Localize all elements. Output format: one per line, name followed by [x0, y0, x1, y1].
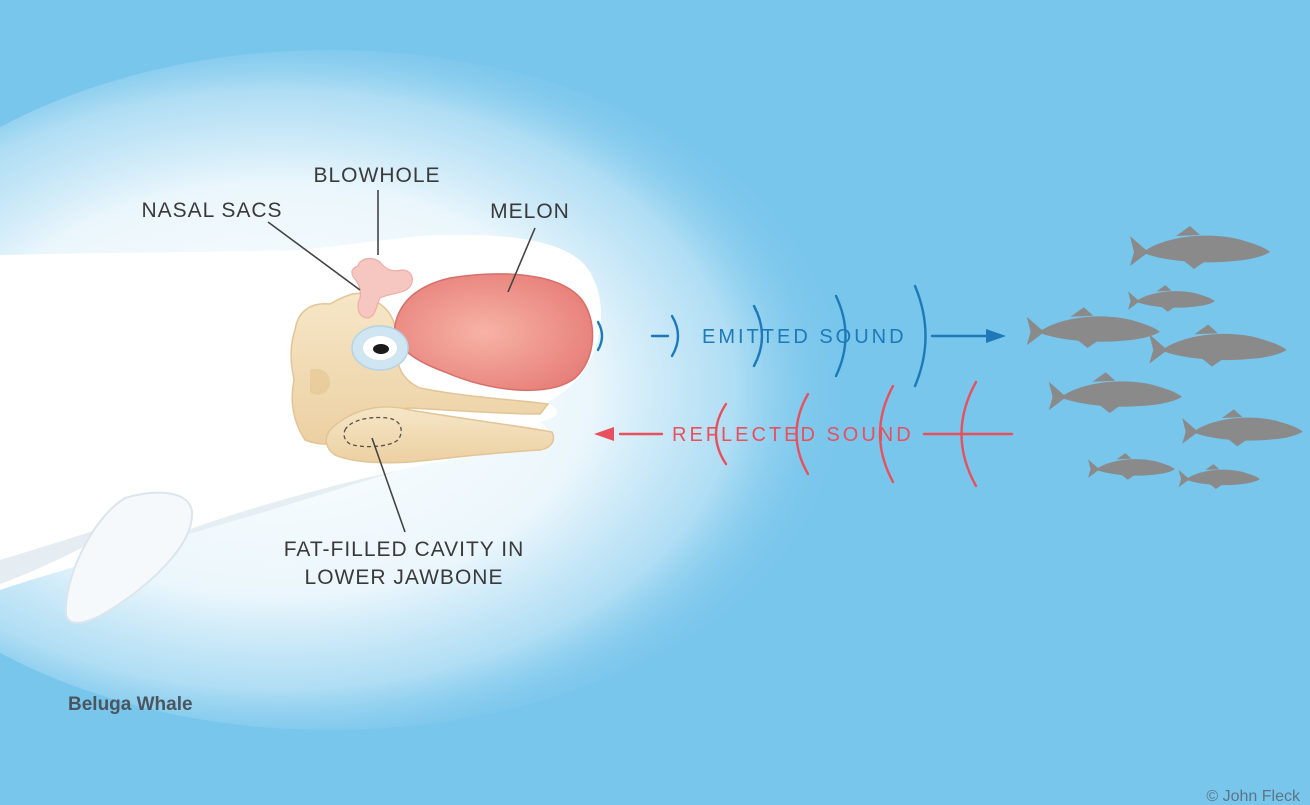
- copyright-credit: © John Fleck: [1206, 788, 1301, 805]
- reflected-sound-label: REFLECTED SOUND: [672, 424, 914, 446]
- melon-label: MELON: [490, 200, 570, 223]
- emitted-sound-label: EMITTED SOUND: [702, 326, 907, 348]
- nasal-sacs-label: NASAL SACS: [141, 199, 282, 222]
- blowhole-label: BLOWHOLE: [313, 164, 440, 187]
- species-caption: Beluga Whale: [68, 694, 193, 715]
- cavity-label-line1: FAT-FILLED CAVITY IN: [284, 538, 525, 561]
- cavity-label-line2: LOWER JAWBONE: [305, 566, 504, 589]
- whale-eye: [352, 326, 408, 370]
